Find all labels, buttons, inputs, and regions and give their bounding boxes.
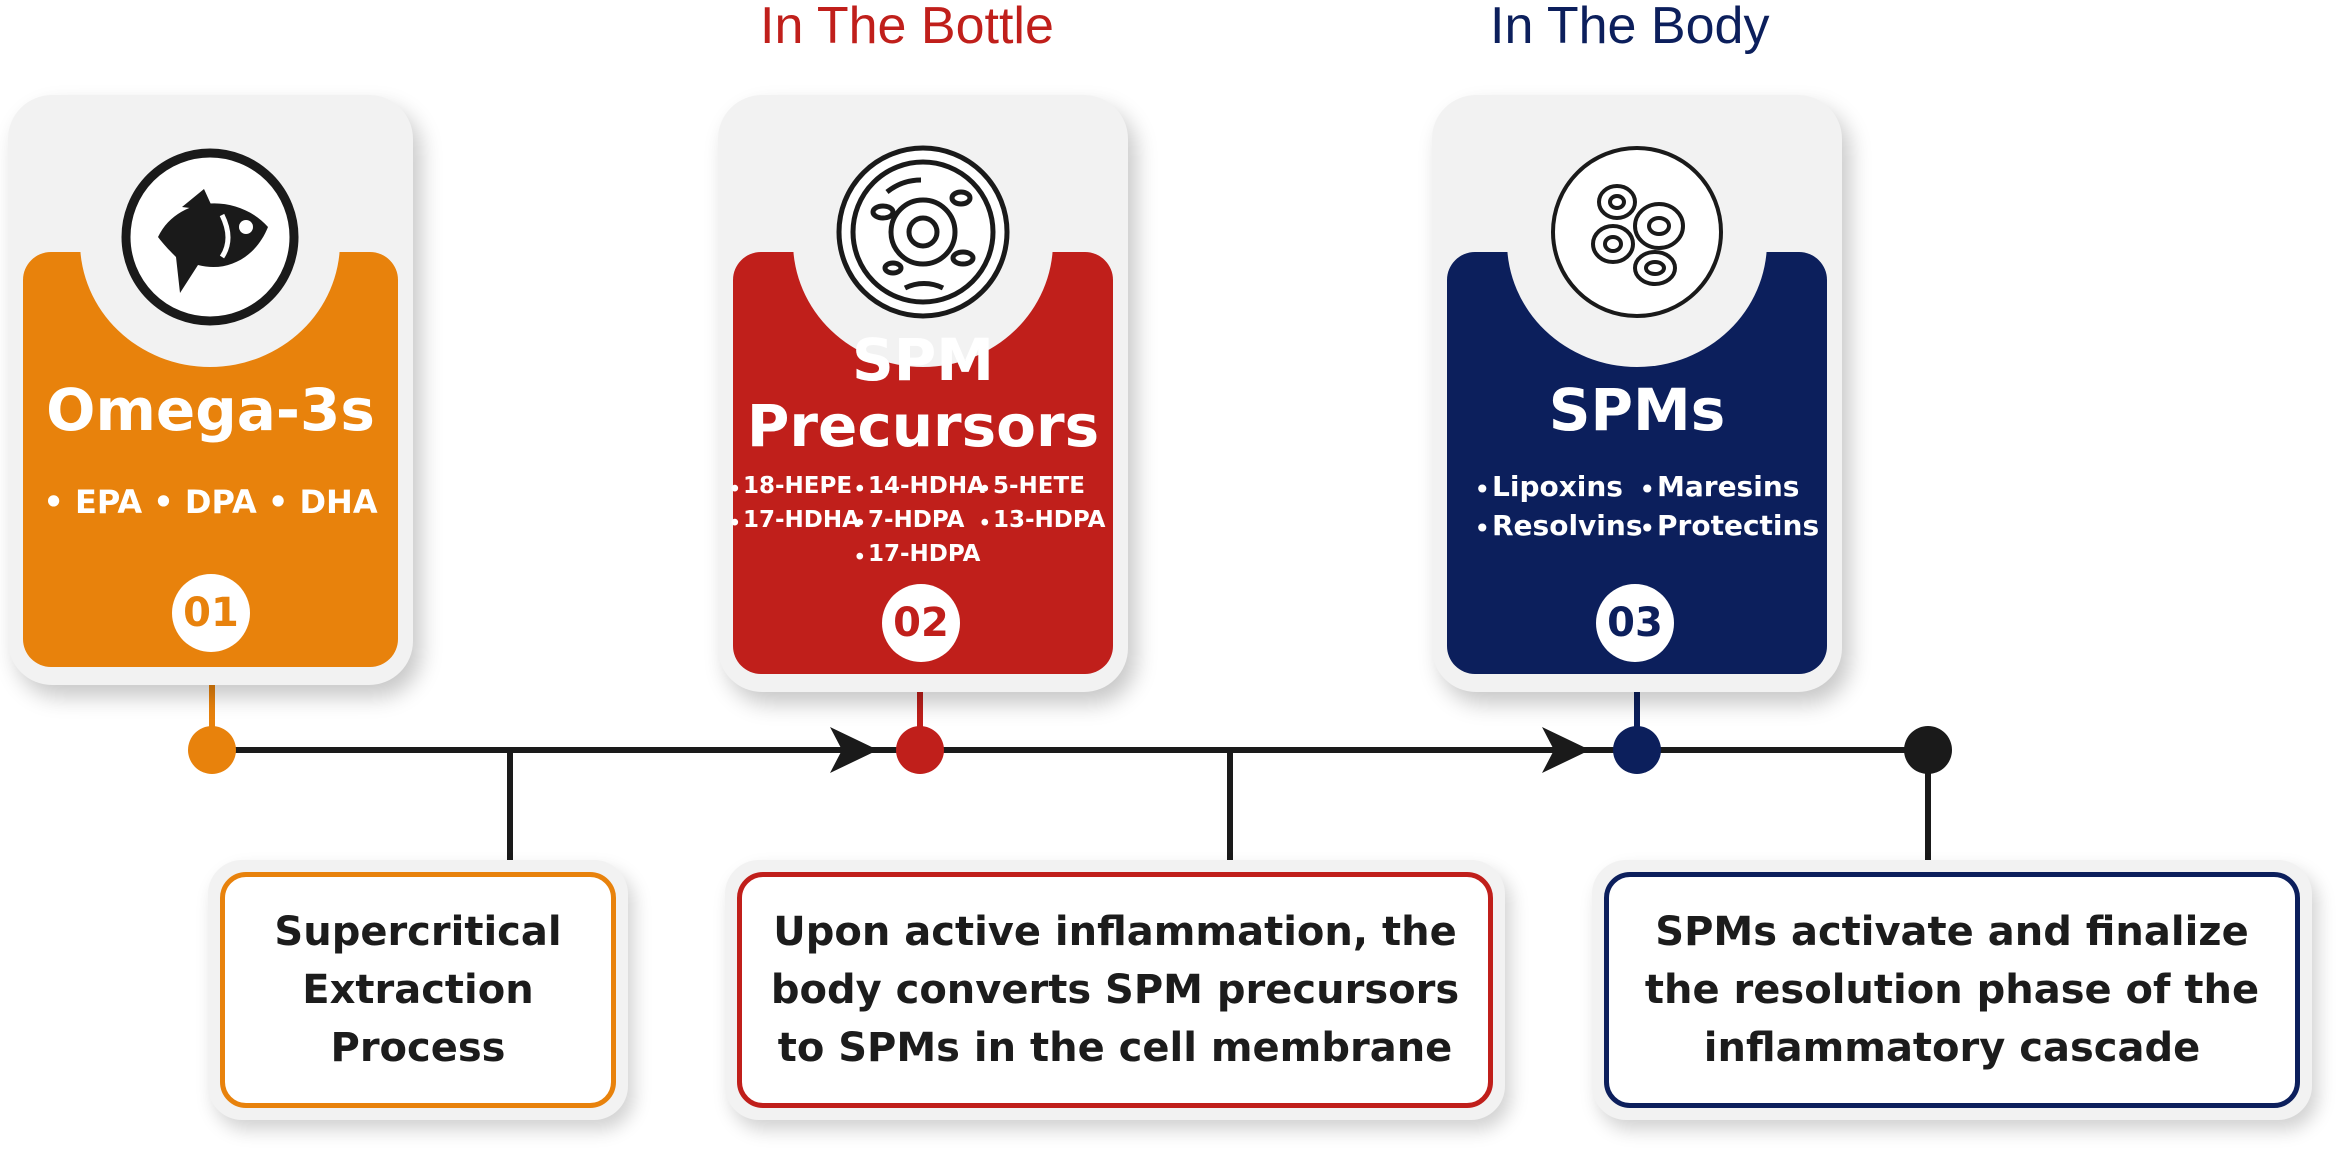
spm-item: Lipoxins	[1492, 470, 1623, 503]
stage-items: • EPA • DPA • DHA	[43, 483, 378, 521]
cell-icon	[831, 140, 1015, 324]
stage-card-spm-precursors: SPM Precursors 18-HEPE 14-HDHA 5-HETE 17…	[718, 95, 1128, 692]
spm-item: Maresins	[1657, 470, 1800, 503]
spm-item: Resolvins	[1492, 509, 1643, 542]
timeline-dot-end	[1904, 726, 1952, 774]
timeline-dot-1	[188, 726, 236, 774]
cells-cluster-icon	[1545, 140, 1729, 324]
heading-in-the-body: In The Body	[1490, 0, 1770, 55]
description-text: Upon active inflammation, the body conve…	[770, 909, 1460, 1071]
description-text: SPMs activate and finalize the resolutio…	[1644, 909, 2260, 1071]
stage-number-badge: 03	[1596, 584, 1674, 662]
heading-in-the-bottle: In The Bottle	[760, 0, 1054, 55]
bullet-column: •••	[853, 477, 867, 571]
precursor-item: 17-HDHA	[743, 507, 860, 533]
spm-item: Protectins	[1657, 509, 1820, 542]
stage-card-omega3: Omega-3s • EPA • DPA • DHA 01	[8, 95, 413, 685]
bullet-column: ••	[728, 477, 742, 537]
description-box-resolution: SPMs activate and finalize the resolutio…	[1592, 860, 2312, 1120]
stage-title: SPM Precursors	[746, 326, 1100, 460]
precursor-item: 17-HDPA	[868, 541, 981, 567]
precursor-item: 18-HEPE	[743, 473, 853, 499]
bullet-column: ••	[1474, 473, 1491, 545]
precursor-item: 13-HDPA	[993, 507, 1106, 533]
description-box-conversion: Upon active inflammation, the body conve…	[725, 860, 1505, 1120]
bullet-column: ••	[1639, 473, 1656, 545]
description-text: Supercritical Extraction Process	[274, 909, 562, 1071]
precursor-item: 14-HDHA	[868, 473, 985, 499]
timeline-dot-3	[1613, 726, 1661, 774]
stage-title: Omega-3s	[46, 376, 375, 444]
stage-number-badge: 01	[172, 574, 250, 652]
stage-title: SPMs	[1548, 376, 1726, 444]
description-box-extraction: Supercritical Extraction Process	[208, 860, 628, 1120]
precursor-item: 7-HDPA	[868, 507, 965, 533]
bullet-column: ••	[978, 477, 992, 537]
timeline-dot-2	[896, 726, 944, 774]
fish-icon	[118, 145, 302, 329]
precursor-item: 5-HETE	[993, 473, 1085, 499]
arrow-head-1	[830, 727, 878, 773]
stage-number-badge: 02	[882, 584, 960, 662]
arrow-head-2	[1542, 727, 1590, 773]
stage-card-spms: SPMs Lipoxins Maresins Resolvins Protect…	[1432, 95, 1842, 692]
